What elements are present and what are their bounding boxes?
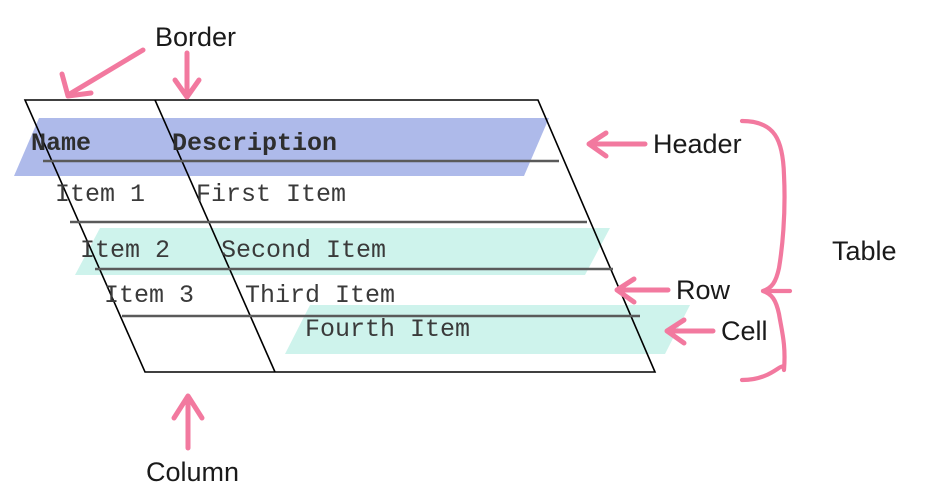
border-arrow-vertical [172, 50, 202, 100]
annotation-arrows [59, 47, 793, 451]
table-border-frame [23, 99, 657, 373]
cell-description-row2: Second Item [221, 236, 387, 265]
column-arrow [171, 393, 205, 451]
column-header-name: Name [31, 129, 92, 158]
row-separators [43, 159, 640, 318]
row-arrow [614, 276, 671, 305]
annotation-label-table: Table [832, 236, 897, 266]
annotation-label-header: Header [653, 129, 742, 159]
table-outline [23, 99, 657, 373]
cell-name-row1: Item 1 [55, 180, 146, 209]
cell-description-row1: First Item [196, 180, 347, 209]
cell-arrow [664, 317, 716, 346]
annotation-label-column: Column [146, 457, 240, 487]
border-arrow-diagonal [59, 47, 146, 99]
column-divider-line [154, 99, 276, 373]
cell-overlay-fourth-item: Fourth Item [305, 315, 471, 344]
annotation-label-border: Border [155, 22, 237, 52]
cell-name-row2: Item 2 [80, 236, 171, 265]
cell-description-row3: Third Item [245, 281, 396, 310]
column-header-description: Description [172, 129, 338, 158]
annotation-label-row: Row [676, 275, 731, 305]
row-highlight-band-item2 [75, 228, 610, 275]
header-arrow [586, 130, 648, 159]
annotation-label-cell: Cell [721, 316, 768, 346]
cell-highlight-band-fourth-item [285, 305, 690, 354]
cell-name-row3: Item 3 [104, 281, 195, 310]
